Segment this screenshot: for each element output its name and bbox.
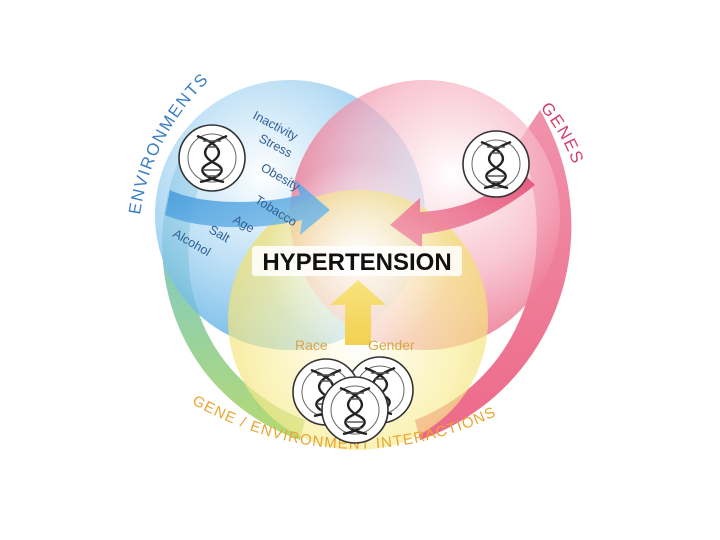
factor-race: Race bbox=[295, 337, 328, 353]
dna-chromosome-icon bbox=[320, 375, 390, 445]
dna-chromosome-icon bbox=[177, 123, 247, 193]
environments-arrow bbox=[165, 180, 330, 235]
interactions-arrow bbox=[330, 280, 386, 345]
center-title: HYPERTENSION bbox=[262, 249, 451, 276]
center-title-box bbox=[252, 246, 462, 276]
dna-chromosome-icon bbox=[461, 129, 531, 199]
factor-gender: Gender bbox=[368, 337, 415, 353]
